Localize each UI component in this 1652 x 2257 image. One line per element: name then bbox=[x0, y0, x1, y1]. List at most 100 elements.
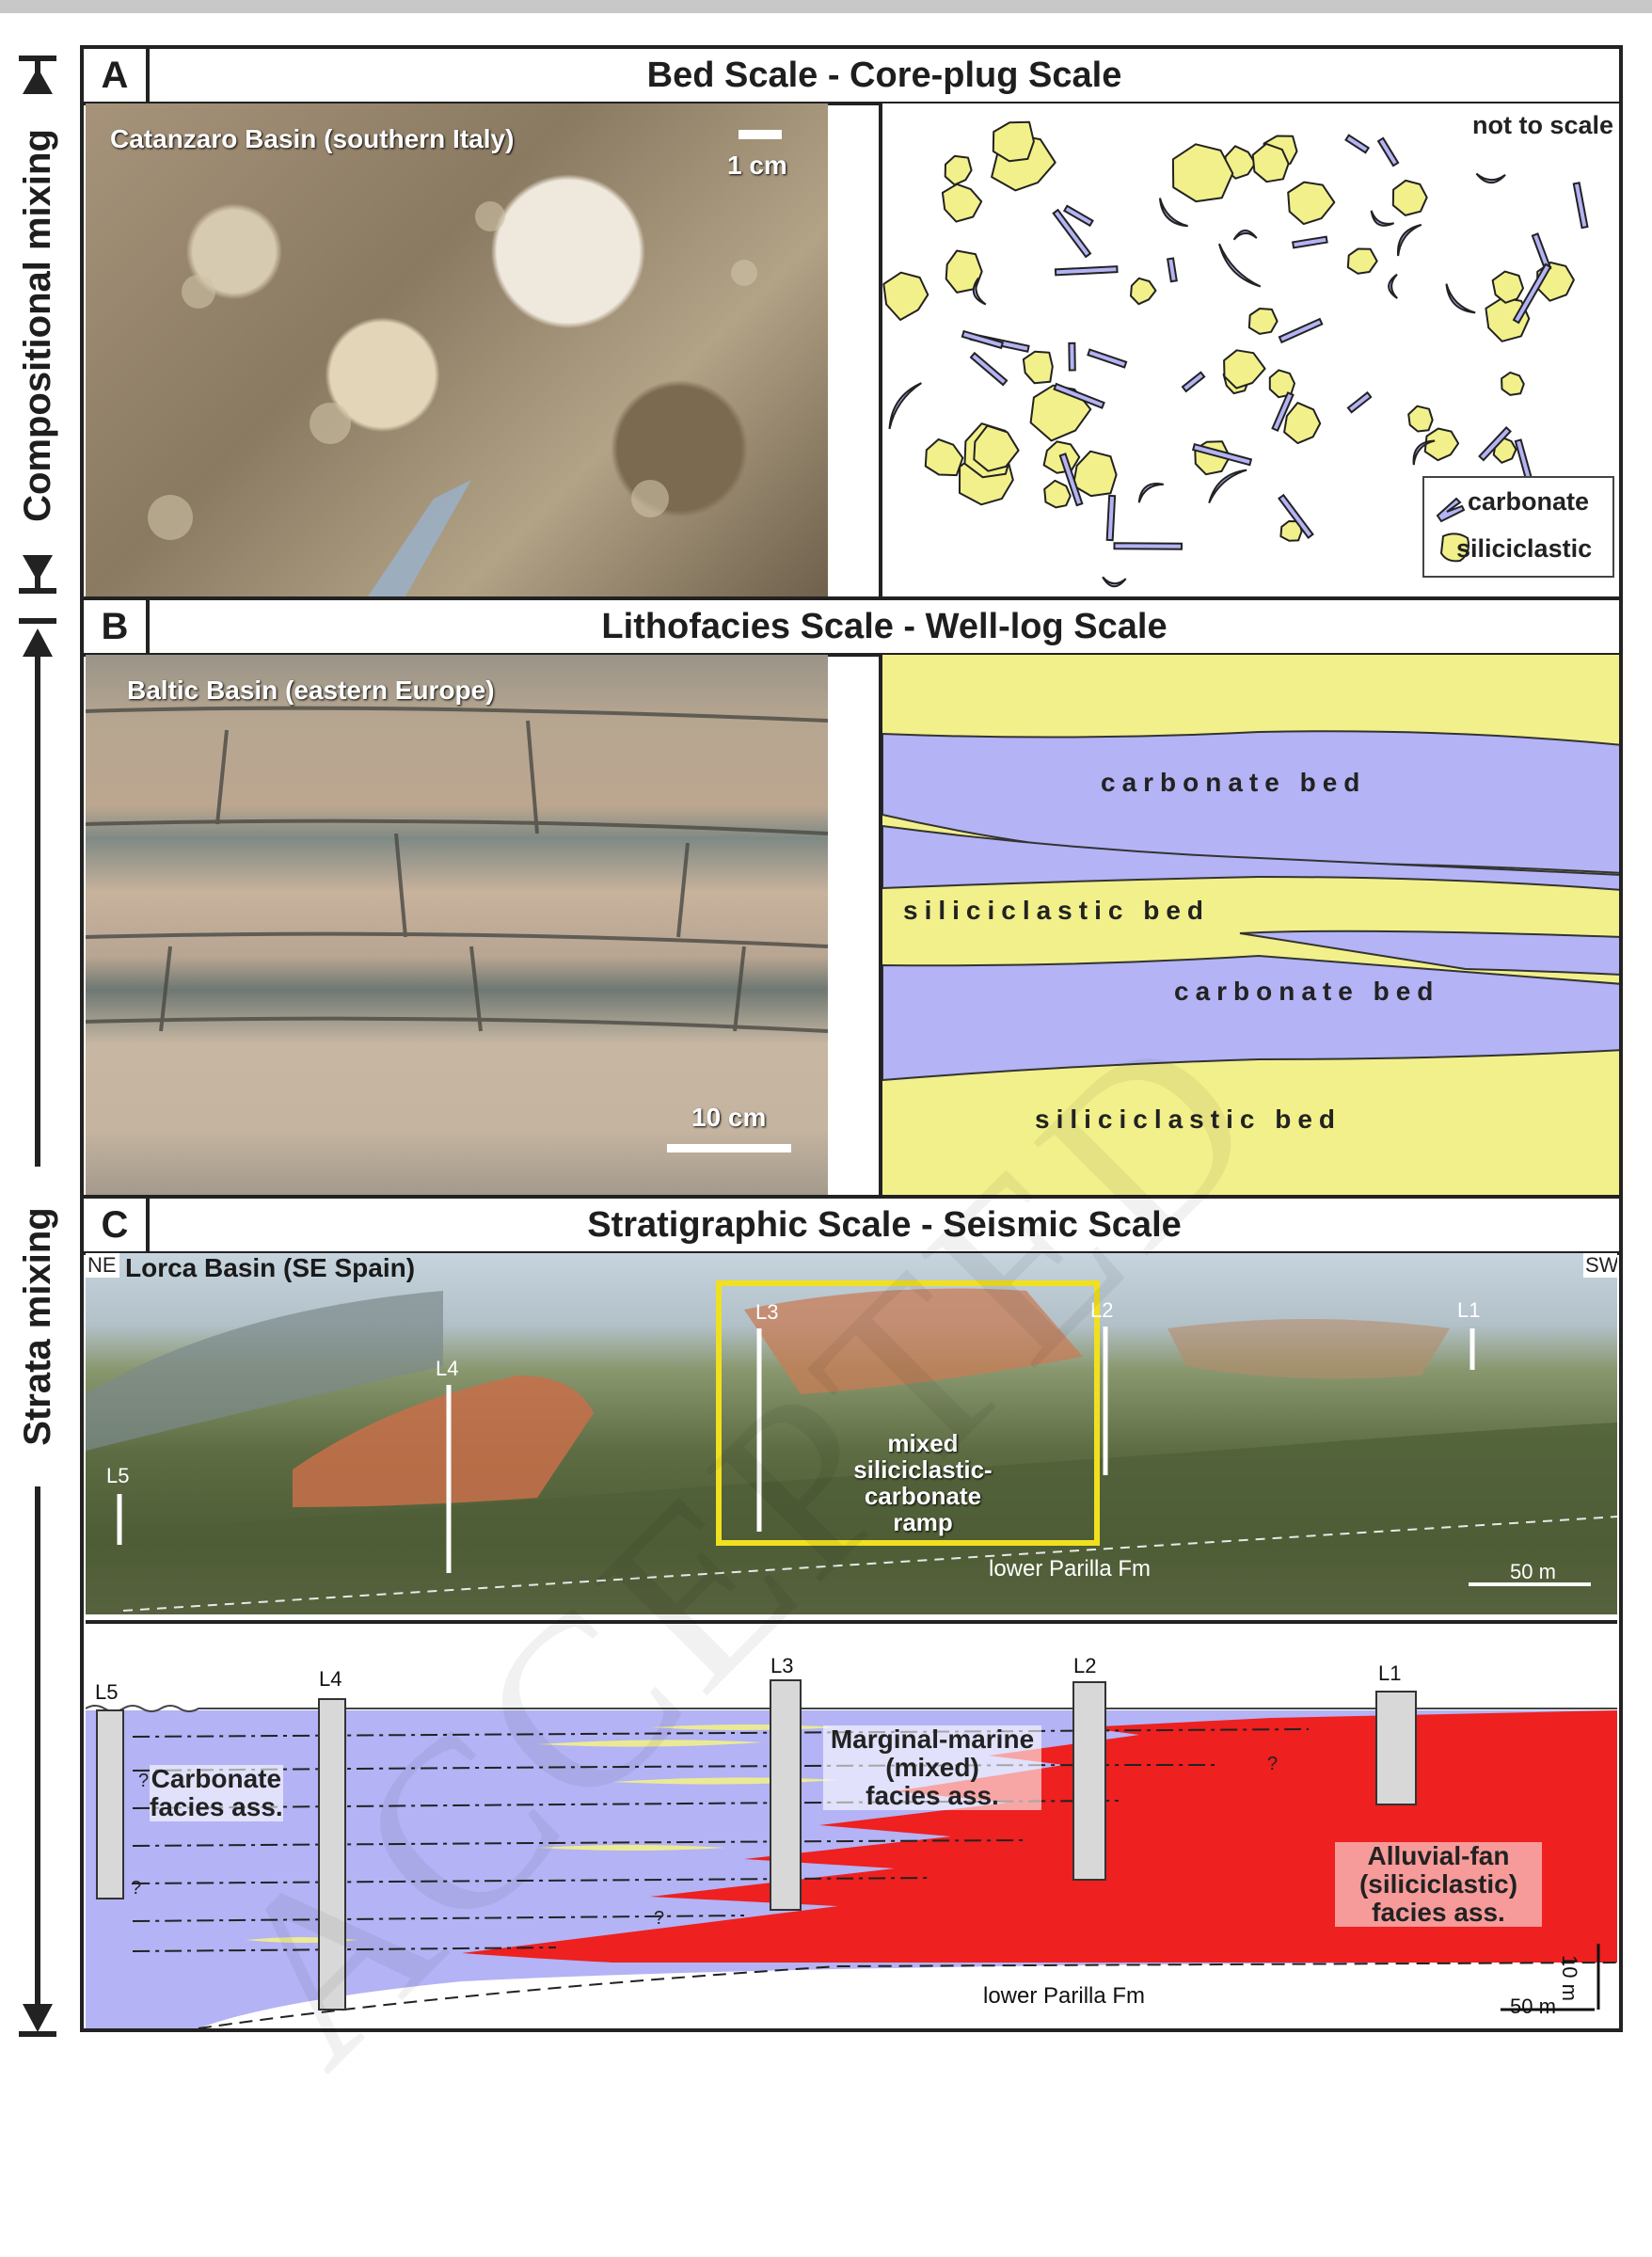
alluvial-fan-area bbox=[462, 1710, 1617, 1963]
photo-log-l5: L5 bbox=[106, 1464, 130, 1487]
grain-legend: carbonate siliciclastic bbox=[1422, 476, 1614, 578]
marginal-facies-label: Marginal-marine (mixed) facies ass. bbox=[823, 1725, 1041, 1810]
panel-a: A Bed Scale - Core-plug Scale Catanzaro … bbox=[80, 45, 1623, 600]
bed-schematic bbox=[882, 655, 1619, 1195]
section-log-l2: L2 bbox=[1073, 1654, 1097, 1677]
carbonate-fragment bbox=[1052, 208, 1092, 259]
panel-a-letter: A bbox=[84, 49, 150, 102]
panel-b-letter: B bbox=[84, 600, 150, 653]
carbonate-facies-line-2: facies ass. bbox=[150, 1792, 283, 1821]
section-log-l1: L1 bbox=[1378, 1661, 1402, 1685]
siliciclastic-grain bbox=[1171, 143, 1234, 203]
siliciclastic-grain bbox=[1223, 349, 1266, 389]
panel-b-schematic: carbonate bed siliciclastic bed carbonat… bbox=[879, 655, 1619, 1195]
carbonate-fragment bbox=[1572, 182, 1589, 230]
cross-section-svg bbox=[86, 1679, 1617, 2028]
carbonate-facies-line-1: Carbonate bbox=[151, 1764, 282, 1793]
siliciclastic-grain bbox=[924, 438, 964, 477]
carbonate-fragment bbox=[1412, 439, 1436, 466]
photo-formation-label: lower Parilla Fm bbox=[989, 1556, 1152, 1581]
siliciclastic-grain bbox=[1485, 296, 1531, 342]
siliciclastic-grain bbox=[1022, 350, 1054, 385]
cross-section: L5 L4 L3 L2 L1 Carbonate facies ass. Mar… bbox=[86, 1620, 1617, 2028]
photo-log-l2: L2 bbox=[1090, 1298, 1114, 1322]
marginal-facies-line-1: Marginal-marine bbox=[830, 1725, 1035, 1754]
bed-label-carbonate-1: carbonate bed bbox=[1101, 768, 1367, 797]
log-column-l1 bbox=[1375, 1691, 1417, 1805]
panel-a-schematic: not to scale carbonate siliciclastic bbox=[879, 103, 1619, 596]
carbonate-fragment bbox=[1054, 265, 1119, 277]
log-column-l5 bbox=[96, 1709, 124, 1899]
carbonate-fragment bbox=[1113, 542, 1183, 550]
panel-b-photo-caption: Baltic Basin (eastern Europe) bbox=[127, 676, 495, 705]
panel-a-photo-caption: Catanzaro Basin (southern Italy) bbox=[110, 124, 515, 153]
carbonate-bed-thin bbox=[882, 824, 1619, 891]
panel-b-header: B Lithofacies Scale - Well-log Scale bbox=[84, 600, 1619, 657]
carbonate-fragment bbox=[1278, 317, 1324, 344]
bed-label-siliciclastic-2: siliciclastic bed bbox=[1035, 1105, 1342, 1134]
carbonate-fragment bbox=[1102, 576, 1127, 588]
carbonate-fragment bbox=[1478, 426, 1512, 462]
panel-b-scale-bar-label: 10 cm bbox=[691, 1103, 767, 1132]
direction-sw: SW bbox=[1585, 1253, 1617, 1277]
legend-carbonate-label: carbonate bbox=[1468, 487, 1590, 516]
carbonate-fragment bbox=[1512, 262, 1552, 325]
box-label-line-1: mixed bbox=[887, 1429, 959, 1457]
carbonate-fragment bbox=[1376, 136, 1400, 167]
not-to-scale-note: not to scale bbox=[1471, 111, 1613, 139]
marginal-facies-line-2: (mixed) bbox=[885, 1753, 979, 1782]
alluvial-facies-line-1: Alluvial-fan bbox=[1367, 1841, 1510, 1870]
photo-log-l3: L3 bbox=[755, 1300, 779, 1324]
siliciclastic-grain bbox=[1283, 402, 1322, 445]
uncertainty-mark-4: ? bbox=[1267, 1754, 1279, 1774]
uncertainty-mark-2: ? bbox=[131, 1878, 142, 1899]
section-scale-v-label: 10 m bbox=[1558, 1955, 1581, 2001]
carbonate-fragment bbox=[1370, 210, 1395, 227]
log-column-l3 bbox=[770, 1679, 802, 1911]
alluvial-facies-line-2: (siliciclastic) bbox=[1358, 1869, 1518, 1899]
carbonate-fragment bbox=[888, 382, 922, 430]
carbonate-fragment bbox=[1087, 348, 1128, 369]
section-log-l4: L4 bbox=[319, 1667, 342, 1691]
carbonate-fragment bbox=[1181, 371, 1206, 393]
section-scale-h-label: 50 m bbox=[1510, 1995, 1556, 2018]
panel-a-photo: Catanzaro Basin (southern Italy) 1 cm bbox=[86, 103, 828, 596]
panel-c-header: C Stratigraphic Scale - Seismic Scale bbox=[84, 1199, 1619, 1255]
pen-tip-shape bbox=[368, 480, 471, 596]
uncertainty-mark-1: ? bbox=[138, 1771, 150, 1791]
strata-mixing-label: Strata mixing bbox=[17, 1207, 58, 1446]
siliciclastic-grain bbox=[1287, 181, 1336, 226]
carbonate-fragment bbox=[1232, 229, 1258, 241]
log-column-l4 bbox=[318, 1698, 346, 2011]
carbonate-fragment bbox=[1445, 283, 1476, 314]
carbonate-fragment bbox=[1388, 273, 1398, 299]
top-bar bbox=[0, 0, 1652, 13]
carbonate-fragment bbox=[1346, 390, 1373, 414]
bed-label-carbonate-2: carbonate bed bbox=[1174, 977, 1440, 1006]
siliciclastic-grain bbox=[1247, 308, 1279, 335]
section-log-l5: L5 bbox=[95, 1680, 119, 1704]
photo-scale-label: 50 m bbox=[1510, 1560, 1556, 1583]
carbonate-fragment bbox=[1218, 243, 1262, 288]
alluvial-facies-label: Alluvial-fan (siliciclastic) facies ass. bbox=[1335, 1842, 1542, 1927]
box-label-line-3: ramp bbox=[893, 1508, 953, 1536]
panel-c-photo: NE SW Lorca Basin (SE Spain) L5 L4 L3 L2… bbox=[86, 1253, 1617, 1614]
carbonate-legend-icon bbox=[1436, 497, 1466, 523]
highlight-box bbox=[716, 1280, 1100, 1546]
panel-c-letter: C bbox=[84, 1199, 150, 1251]
siliciclastic-grain bbox=[945, 249, 983, 294]
box-label: mixed siliciclastic-carbonate ramp bbox=[801, 1430, 1045, 1535]
siliciclastic-grain bbox=[973, 424, 1020, 472]
carbonate-fragment bbox=[1475, 172, 1506, 184]
carbonate-fragment bbox=[1291, 235, 1328, 249]
panel-c-title: Stratigraphic Scale - Seismic Scale bbox=[587, 1205, 1182, 1245]
siliciclastic-grain bbox=[1346, 247, 1378, 275]
alluvial-facies-line-3: facies ass. bbox=[1372, 1898, 1505, 1927]
siliciclastic-grain bbox=[941, 183, 983, 223]
siliciclastic-grain bbox=[1043, 479, 1072, 509]
siliciclastic-grain bbox=[1423, 427, 1460, 462]
panel-a-header: A Bed Scale - Core-plug Scale bbox=[84, 49, 1619, 105]
direction-ne: NE bbox=[87, 1253, 117, 1277]
panel-c-photo-caption: Lorca Basin (SE Spain) bbox=[125, 1253, 416, 1282]
panel-b-title: Lithofacies Scale - Well-log Scale bbox=[601, 607, 1168, 646]
